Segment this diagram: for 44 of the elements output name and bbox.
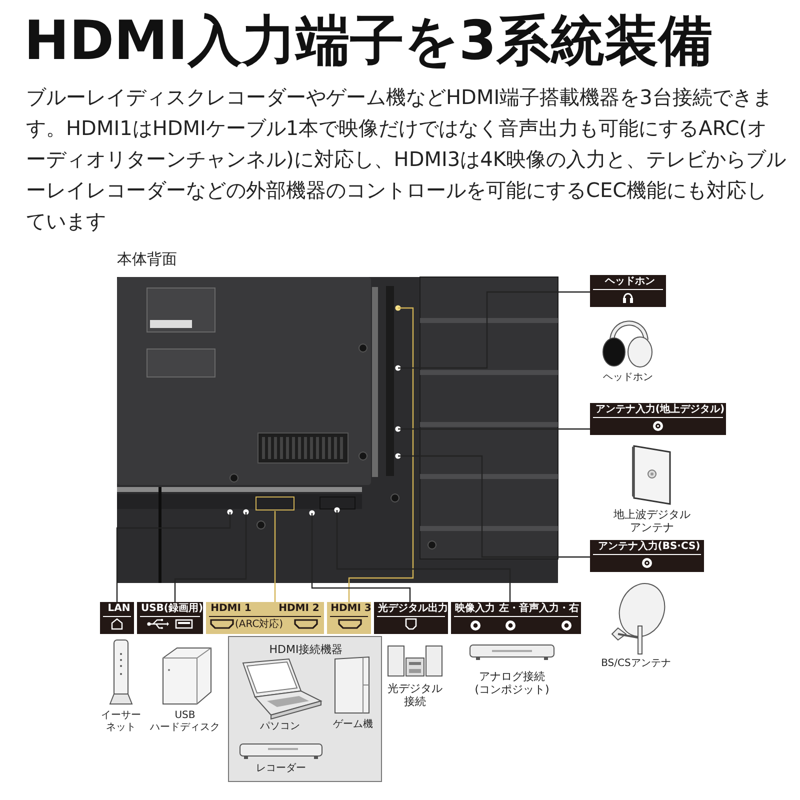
leader-line (274, 511, 276, 602)
device-group-panel (228, 636, 382, 782)
leader-line (116, 512, 231, 602)
section-heading: 本体背面 (117, 250, 177, 268)
device-label: ゲーム機 (332, 719, 374, 731)
port-label-panel (374, 602, 448, 634)
port-label-panel (590, 275, 666, 307)
port-label-panel (590, 540, 704, 572)
device-label: アナログ接続(コンポジット) (474, 670, 550, 696)
port-label: HDMI 1 (210, 603, 252, 615)
port-label-panel (137, 602, 203, 634)
leader-line (311, 513, 411, 602)
group-heading: HDMI接続機器 (268, 643, 344, 656)
device-label: ヘッドホン (602, 372, 654, 384)
port-label: HDMI 2 (278, 603, 320, 615)
leader-line (336, 510, 511, 602)
device-label: BS/CSアンテナ (600, 658, 672, 670)
hdmi-port-label-panel (206, 602, 324, 634)
leader-line (398, 291, 590, 369)
device-label: USB ハードディスク (149, 710, 221, 734)
leader-line (348, 307, 414, 602)
port-label: 映像入力 (454, 603, 496, 615)
port-label: 光デジタル出力 (376, 603, 449, 615)
port-label: ヘッドホン (604, 276, 656, 288)
leader-line (174, 512, 247, 602)
port-label: LAN (106, 603, 132, 615)
port-note: (ARC対応) (235, 619, 284, 631)
port-label-panel (590, 403, 726, 435)
hdmi-port-label-panel (327, 602, 371, 634)
port-label: HDMI 3 (330, 603, 372, 615)
device-label: 地上波デジタルアンテナ (612, 508, 692, 534)
intro-paragraph: ブルーレイディスクレコーダーやゲーム機などHDMI端子搭載機器を3台接続できます。HDMI1はHDMIケーブル1本で映像だけではなく音声出力も可能にするARC(オーディオリターンチャンネル)に対応し、HDMI3は4K映像の入力と、テレビからブルーレイレコーダーなどの外部機器のコントロールを可能にするCEC機能にも対応しています (26, 84, 786, 235)
port-label-panel (100, 602, 134, 634)
device-label: レコーダー (255, 763, 307, 775)
device-label: 光デジタル接続 (386, 682, 444, 708)
port-label: 左・音声入力・右 (498, 603, 580, 615)
device-label: イーサーネット (100, 710, 142, 734)
port-label: USB(録画用) (140, 603, 204, 615)
device-label: パソコン (259, 721, 301, 733)
port-label: アンテナ入力(BS·CS) (596, 541, 702, 553)
title: HDMI入力端子を3系統装備 (24, 8, 712, 74)
port-label-panel (451, 602, 581, 634)
leader-line (398, 455, 590, 558)
port-label: アンテナ入力(地上デジタル) (594, 404, 726, 416)
